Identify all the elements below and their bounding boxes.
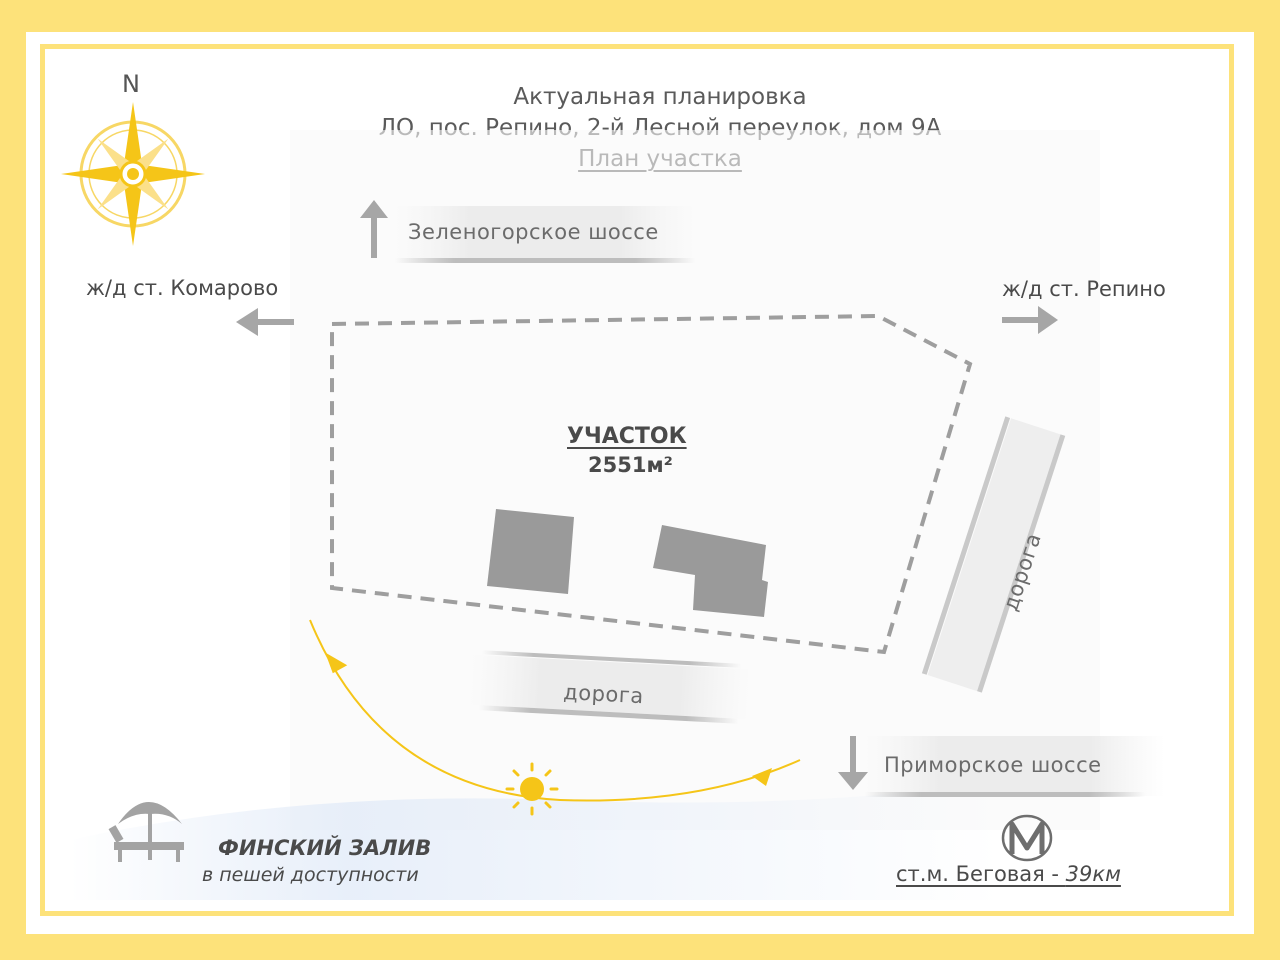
south-road-label: Приморское шоссе <box>884 753 1102 777</box>
metro-station-name: ст.м. Беговая - <box>896 862 1066 886</box>
south-road-edge <box>865 792 1145 797</box>
plot-boundary <box>330 313 973 655</box>
metro-logo-icon <box>1001 814 1053 862</box>
arrow-north <box>360 200 388 258</box>
north-road-edge <box>395 258 695 263</box>
arrow-west <box>236 308 294 336</box>
sun-path <box>309 619 801 802</box>
right-road <box>921 416 1066 693</box>
sun-path-arrow-start <box>325 652 348 674</box>
building-left <box>487 509 574 594</box>
arrow-south <box>838 736 868 790</box>
bay-title: ФИНСКИЙ ЗАЛИВ <box>218 836 432 860</box>
frame-border <box>40 44 1234 916</box>
bottom-road <box>469 650 752 724</box>
bottom-road-label: дорога <box>562 680 645 709</box>
compass-north-label: N <box>122 70 140 98</box>
bay-subtitle: в пешей доступности <box>202 864 419 886</box>
east-station-label: ж/д ст. Репино <box>1002 277 1166 301</box>
bay-water <box>70 780 1000 900</box>
header-title: Актуальная планировка <box>513 84 807 110</box>
north-road <box>395 206 695 262</box>
plot-area: 2551м² <box>588 453 673 477</box>
sun-path-arrow-end <box>752 768 772 786</box>
south-road <box>865 736 1165 796</box>
beach-umbrella-icon <box>108 802 184 862</box>
metro-distance: 39км <box>1065 862 1121 886</box>
sun-icon <box>505 762 559 816</box>
arrow-east <box>1002 306 1058 334</box>
building-right <box>653 525 768 617</box>
north-road-label: Зеленогорское шоссе <box>408 220 659 244</box>
plot-title: УЧАСТОК <box>567 424 687 449</box>
metro-station-link[interactable]: ст.м. Беговая - 39км <box>896 862 1121 886</box>
west-station-label: ж/д ст. Комарово <box>86 276 279 300</box>
compass-rose-icon <box>61 102 205 246</box>
